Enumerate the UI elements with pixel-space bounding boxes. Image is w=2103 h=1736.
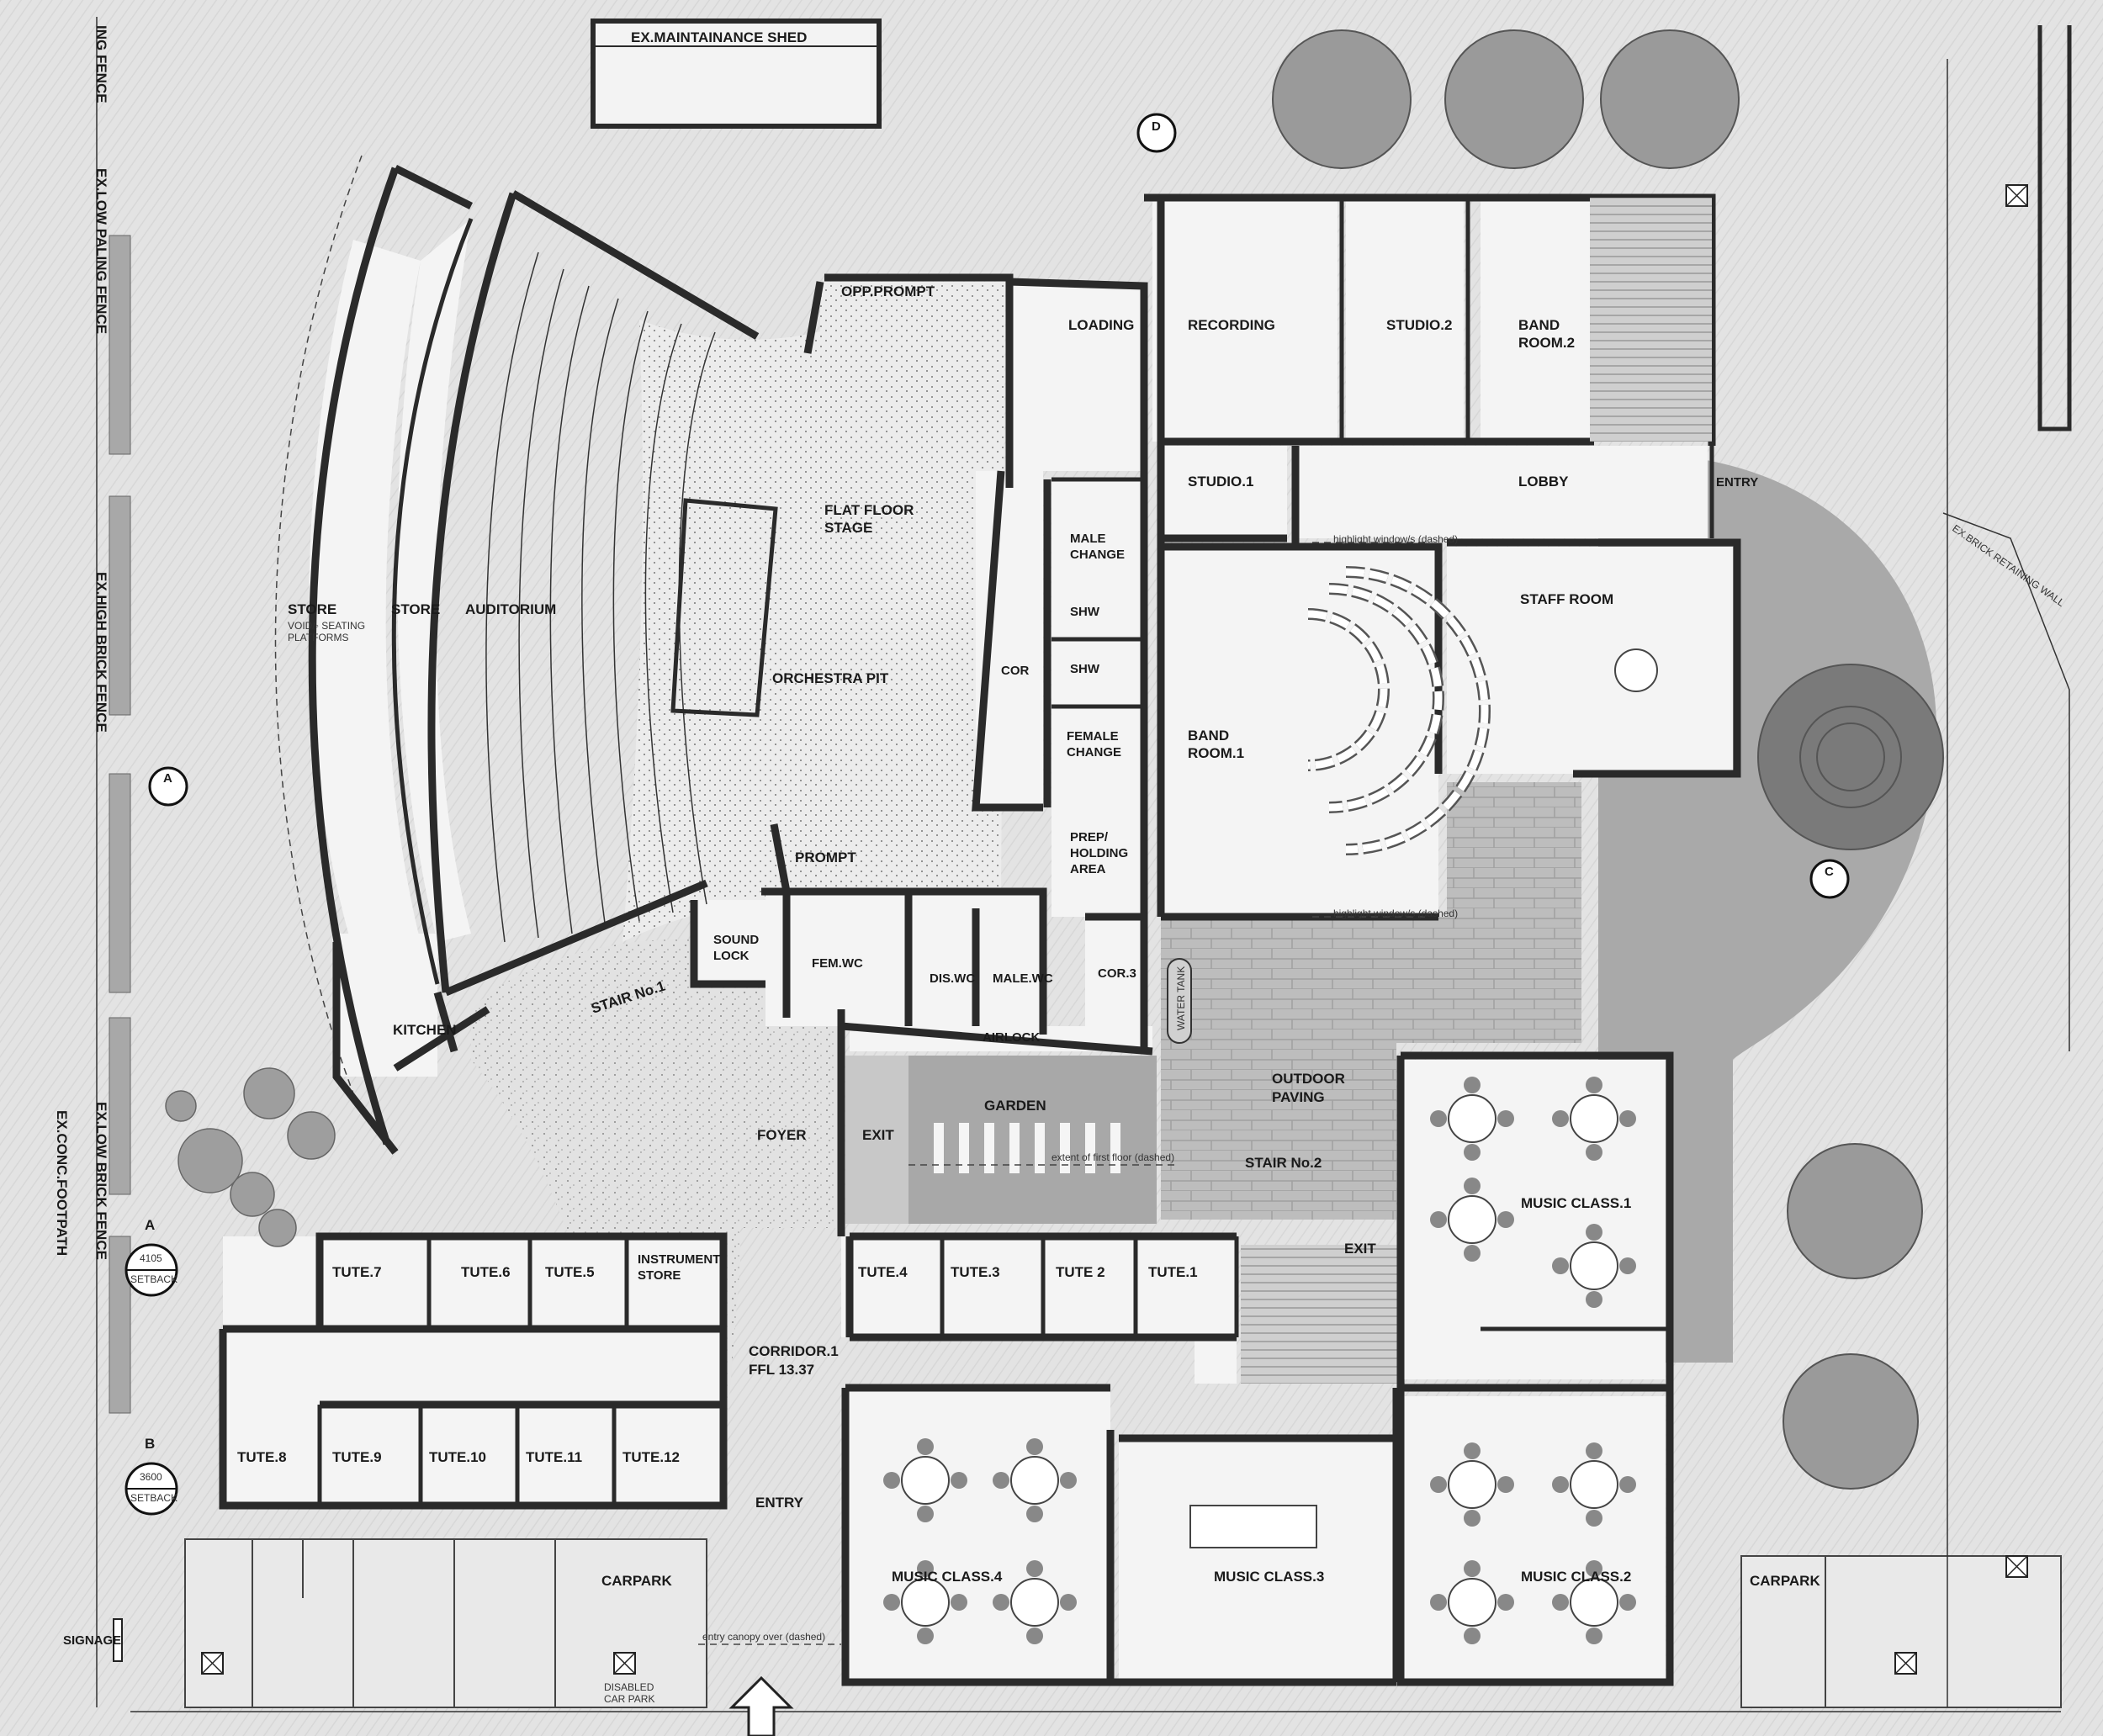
label-exit-1: EXIT <box>862 1127 894 1143</box>
label-staff-room: STAFF ROOM <box>1520 591 1613 607</box>
label-setback-b-letter: B <box>145 1436 155 1452</box>
label-recording: RECORDING <box>1188 317 1275 333</box>
label-music-class4: MUSIC CLASS.4 <box>892 1569 1003 1585</box>
label-carpark-left: CARPARK <box>601 1573 672 1589</box>
label-tute4: TUTE.4 <box>858 1264 908 1280</box>
label-tute10: TUTE.10 <box>429 1449 486 1465</box>
label-stair2: STAIR No.2 <box>1245 1155 1322 1171</box>
label-tute3: TUTE.3 <box>951 1264 1000 1280</box>
label-fem-wc: FEM.WC <box>812 956 863 971</box>
label-band-room1-line2: ROOM.1 <box>1188 745 1244 761</box>
label-store-note-2: PLATFORMS <box>288 632 348 643</box>
label-tute9: TUTE.9 <box>332 1449 382 1465</box>
label-fence-1: ING FENCE <box>93 25 109 103</box>
label-store-note-1: VOID/◦ SEATING <box>288 620 365 632</box>
label-airlock: AIRLOCK <box>983 1030 1040 1045</box>
label-setback-b-dim: 3600 <box>140 1471 162 1483</box>
label-ex-maintenance-shed: EX.MAINTAINANCE SHED <box>631 29 807 45</box>
label-tute11: TUTE.11 <box>526 1449 582 1465</box>
label-flat-floor-line1: FLAT FLOOR <box>824 502 914 518</box>
label-store-2: STORE <box>391 601 440 617</box>
label-kitchen: KITCHEN <box>393 1022 457 1038</box>
label-band-room2-line1: BAND <box>1518 317 1560 333</box>
label-female-change-line2: CHANGE <box>1067 745 1121 760</box>
label-disabled-line1: DISABLED <box>604 1681 654 1693</box>
label-section-d: D <box>1152 119 1161 134</box>
label-water-tank: WATER TANK <box>1175 966 1187 1030</box>
label-female-change-line1: FEMALE <box>1067 729 1119 744</box>
label-sound-lock-line1: SOUND <box>713 933 759 947</box>
label-tute2: TUTE 2 <box>1056 1264 1105 1280</box>
label-section-a: A <box>163 771 172 786</box>
label-opp-prompt: OPP.PROMPT <box>841 283 935 299</box>
label-music-class1: MUSIC CLASS.1 <box>1521 1195 1631 1211</box>
label-fence-4: EX.LOW BRICK FENCE <box>93 1102 109 1260</box>
label-shw-1: SHW <box>1070 605 1100 619</box>
label-prep-line3: AREA <box>1070 862 1106 876</box>
label-foyer: FOYER <box>757 1127 807 1143</box>
label-tute1: TUTE.1 <box>1148 1264 1198 1280</box>
label-outdoor-paving-line1: OUTDOOR <box>1272 1071 1345 1087</box>
label-shw-2: SHW <box>1070 662 1100 676</box>
label-section-c: C <box>1825 865 1834 879</box>
label-flat-floor-line2: STAGE <box>824 520 872 536</box>
label-sound-lock-line2: LOCK <box>713 949 750 963</box>
label-tute8: TUTE.8 <box>237 1449 287 1465</box>
label-studio1: STUDIO.1 <box>1188 474 1253 490</box>
label-fence-3: EX.HIGH BRICK FENCE <box>93 572 109 733</box>
label-cor: COR <box>1001 664 1030 678</box>
label-setback-a-letter: A <box>145 1217 155 1233</box>
label-disabled-line2: CAR PARK <box>604 1693 654 1705</box>
label-corridor1-line1: CORRIDOR.1 <box>749 1343 839 1359</box>
label-fence-2: EX.LOW PALING FENCE <box>93 168 109 334</box>
label-auditorium: AUDITORIUM <box>465 601 556 617</box>
label-cor3: COR.3 <box>1098 966 1136 981</box>
label-setback-a-dim: 4105 <box>140 1252 162 1264</box>
label-music-class3: MUSIC CLASS.3 <box>1214 1569 1324 1585</box>
label-highlight-windows-2: highlight window/s (dashed) <box>1333 908 1458 919</box>
label-outdoor-paving-line2: PAVING <box>1272 1089 1325 1105</box>
label-prep-line1: PREP/ <box>1070 830 1109 844</box>
label-garden: GARDEN <box>984 1098 1046 1114</box>
label-extent-first-floor: extent of first floor (dashed) <box>1052 1151 1174 1163</box>
label-studio2: STUDIO.2 <box>1386 317 1452 333</box>
label-male-change-line2: CHANGE <box>1070 548 1125 562</box>
label-band-room2-line2: ROOM.2 <box>1518 335 1575 351</box>
label-signage: SIGNAGE <box>63 1633 121 1648</box>
label-exit-2: EXIT <box>1344 1241 1376 1257</box>
label-prep-line2: HOLDING <box>1070 846 1128 860</box>
label-highlight-windows-1: highlight window/s (dashed) <box>1333 533 1458 545</box>
label-entry-top: ENTRY <box>1716 475 1758 490</box>
label-tute6: TUTE.6 <box>461 1264 511 1280</box>
label-orchestra-pit: ORCHESTRA PIT <box>772 670 889 686</box>
label-loading: LOADING <box>1068 317 1134 333</box>
label-corridor1-line2: FFL 13.37 <box>749 1362 814 1378</box>
label-tute7: TUTE.7 <box>332 1264 382 1280</box>
label-music-class2: MUSIC CLASS.2 <box>1521 1569 1631 1585</box>
label-instrument-store-line1: INSTRUMENT <box>638 1252 720 1267</box>
label-entry-canopy: entry canopy over (dashed) <box>702 1631 825 1643</box>
label-carpark-right: CARPARK <box>1750 1573 1820 1589</box>
label-tute5: TUTE.5 <box>545 1264 595 1280</box>
label-male-change-line1: MALE <box>1070 532 1106 546</box>
label-dis-wc: DIS.WC <box>930 971 975 986</box>
label-instrument-store-line2: STORE <box>638 1268 681 1283</box>
label-prompt: PROMPT <box>795 849 856 865</box>
label-entry-bottom: ENTRY <box>755 1495 804 1511</box>
label-lobby: LOBBY <box>1518 474 1569 490</box>
label-male-wc: MALE.WC <box>993 971 1053 986</box>
label-store-1: STORE <box>288 601 336 617</box>
label-setback-a-text: SETBACK <box>130 1273 177 1285</box>
label-band-room1-line1: BAND <box>1188 728 1229 744</box>
label-tute12: TUTE.12 <box>622 1449 680 1465</box>
label-setback-b-text: SETBACK <box>130 1492 177 1504</box>
label-footpath: EX.CONC.FOOTPATH <box>54 1110 70 1256</box>
